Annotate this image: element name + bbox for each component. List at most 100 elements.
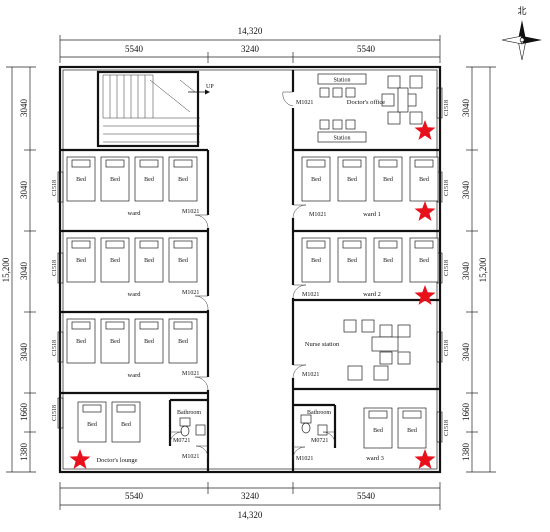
room-ward-2: ward 2 xyxy=(363,291,381,298)
door-code: M1021 xyxy=(296,100,313,106)
bed-label: Bed xyxy=(373,428,383,434)
bed-icon: Bed xyxy=(373,156,403,202)
room-doctors-lounge: Doctor's lounge xyxy=(96,457,137,464)
bed-label: Bed xyxy=(178,339,188,345)
bed-icon: Bed xyxy=(100,237,130,283)
bed-icon: Bed xyxy=(337,237,367,283)
bed-label: Bed xyxy=(110,258,120,264)
dim-bottom-seg: 5540 xyxy=(125,491,144,501)
bed-label: Bed xyxy=(144,177,154,183)
bed-label: Bed xyxy=(76,339,86,345)
bed-icon: Bed xyxy=(66,318,96,364)
door-code: M1021 xyxy=(302,372,319,378)
door-code: M1021 xyxy=(182,371,199,377)
dim-top-seg: 5540 xyxy=(125,44,144,54)
door-code: M1021 xyxy=(182,290,199,296)
door-code: M0721 xyxy=(311,438,328,444)
dim-right-seg: 3040 xyxy=(461,99,471,118)
bed-label: Bed xyxy=(419,177,429,183)
compass-rose-icon xyxy=(501,20,542,61)
bed-label: Bed xyxy=(407,428,417,434)
bed-label: Bed xyxy=(144,258,154,264)
bed-label: Bed xyxy=(383,177,393,183)
dim-right-seg: 1380 xyxy=(461,443,471,462)
bed-icon: Bed xyxy=(134,237,164,283)
bed-label: Bed xyxy=(178,258,188,264)
dim-left-seg: 1660 xyxy=(19,403,29,422)
staircase: UP xyxy=(96,70,214,148)
bed-icon: Bed xyxy=(301,237,331,283)
nurse-station-furniture xyxy=(343,319,411,381)
window-code: C1518 xyxy=(52,260,58,276)
bed-icon: Bed xyxy=(100,318,130,364)
room-ward-1: ward 1 xyxy=(363,211,381,218)
window-code: C1518 xyxy=(444,180,450,196)
window-code: C1518 xyxy=(444,340,450,356)
door-code: M1021 xyxy=(182,454,199,460)
room-ward: ward xyxy=(128,372,142,379)
compass: 北 xyxy=(501,6,542,61)
bed-icon: Bed xyxy=(168,237,198,283)
north-label: 北 xyxy=(517,6,526,16)
up-arrow-icon xyxy=(188,89,210,95)
window-code: C1518 xyxy=(52,180,58,196)
bed-label: Bed xyxy=(347,177,357,183)
window-code: C1518 xyxy=(444,260,450,276)
bed-icon: Bed xyxy=(66,237,96,283)
window-code: C1518 xyxy=(52,340,58,356)
star-marker-icon xyxy=(414,120,436,140)
bed-label: Bed xyxy=(311,258,321,264)
dim-bottom-seg: 3240 xyxy=(241,491,260,501)
door-code: M1021 xyxy=(296,456,313,462)
dimension-labels: 14,320 5540 3240 5540 5540 3240 5540 14,… xyxy=(1,26,488,520)
bed-icon: Bed xyxy=(337,156,367,202)
room-nurse-station: Nurse station xyxy=(305,341,340,348)
dim-right-total: 15,200 xyxy=(478,257,488,282)
dim-left-seg: 1380 xyxy=(19,443,29,462)
dim-left-seg: 3040 xyxy=(19,99,29,118)
bed-icon: Bed xyxy=(100,156,130,202)
bed-label: Bed xyxy=(121,422,131,428)
bed-icon: Bed xyxy=(397,407,427,449)
bed-label: Bed xyxy=(144,339,154,345)
door-code: M1021 xyxy=(302,292,319,298)
star-marker-icon xyxy=(414,449,436,469)
dim-bottom-total: 14,320 xyxy=(238,510,263,520)
dim-right-seg: 1660 xyxy=(461,403,471,422)
station-label: Station xyxy=(333,136,350,142)
windows xyxy=(57,87,443,443)
star-marker-icon xyxy=(69,449,91,469)
dim-left-seg: 3040 xyxy=(19,343,29,362)
bed-label: Bed xyxy=(110,339,120,345)
bed-icon: Bed xyxy=(77,401,107,443)
doctors-office-furniture: Station Station Doctor's office xyxy=(317,73,423,143)
star-marker-icon xyxy=(414,201,436,221)
bed-icon: Bed xyxy=(168,156,198,202)
dim-left-seg: 3040 xyxy=(19,181,29,200)
dim-left-seg: 3040 xyxy=(19,262,29,281)
door-code: M1021 xyxy=(182,209,199,215)
bed-icon: Bed xyxy=(168,318,198,364)
interior-walls xyxy=(60,70,440,472)
room-ward-3: ward 3 xyxy=(366,455,384,462)
station-label: Station xyxy=(333,78,350,84)
bathroom-fixtures xyxy=(179,414,328,437)
markers xyxy=(69,120,436,469)
bed-label: Bed xyxy=(87,422,97,428)
room-doctors-office: Doctor's office xyxy=(347,99,386,106)
room-bathroom: Bathroom xyxy=(177,410,201,416)
bed-icon: Bed xyxy=(134,156,164,202)
bed-label: Bed xyxy=(311,177,321,183)
room-bathroom: Bathroom xyxy=(307,410,331,416)
stair-up-label: UP xyxy=(206,84,214,90)
dim-right-seg: 3040 xyxy=(461,181,471,200)
bed-label: Bed xyxy=(110,177,120,183)
window-code: C1518 xyxy=(444,420,450,436)
dim-top-total: 14,320 xyxy=(238,26,263,36)
bed-label: Bed xyxy=(76,258,86,264)
window-code: C1518 xyxy=(444,100,450,116)
bed-icon: Bed xyxy=(363,407,393,449)
room-ward: ward xyxy=(128,210,142,217)
room-ward: ward xyxy=(128,291,142,298)
